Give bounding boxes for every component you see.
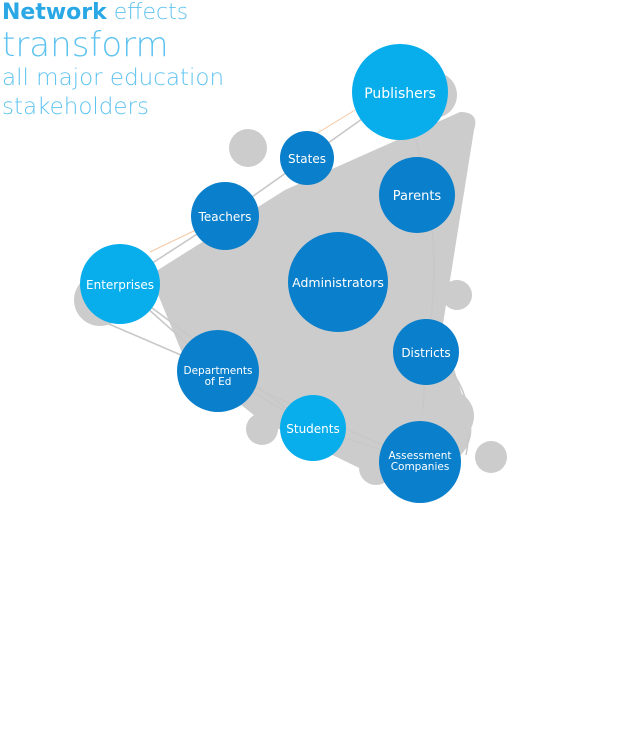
node-label-states: States — [288, 152, 326, 166]
node-label-publishers: Publishers — [364, 86, 436, 102]
node-administrators[interactable]: Administrators — [288, 232, 388, 332]
node-teachers[interactable]: Teachers — [191, 182, 259, 250]
node-publishers[interactable]: Publishers — [352, 44, 448, 140]
node-label-parents: Parents — [393, 189, 442, 204]
node-departments-of-ed[interactable]: Departments of Ed — [177, 330, 259, 412]
node-parents[interactable]: Parents — [379, 157, 455, 233]
node-enterprises[interactable]: Enterprises — [80, 244, 160, 324]
headline-line-3: all major education — [2, 65, 225, 91]
node-states[interactable]: States — [280, 131, 334, 185]
headline-transform: transform — [2, 25, 169, 65]
node-label-assessment-line-1: Assessment — [389, 450, 452, 462]
headline-line-4: stakeholders — [2, 94, 149, 120]
node-label-assessment-line-2: Companies — [391, 461, 450, 473]
node-label-students: Students — [286, 422, 340, 436]
headline-line-1: Network effects — [2, 0, 224, 26]
node-label-enterprises: Enterprises — [86, 278, 154, 292]
headline: Network effects transform all major educ… — [2, 0, 224, 122]
node-label-administrators: Administrators — [292, 275, 384, 290]
headline-effects: effects — [106, 0, 189, 25]
headline-network: Network — [2, 0, 107, 25]
node-label-departments-line-1: Departments — [183, 365, 252, 377]
node-districts[interactable]: Districts — [393, 319, 459, 385]
node-label-districts: Districts — [401, 346, 450, 360]
node-label-teachers: Teachers — [198, 210, 252, 224]
node-students[interactable]: Students — [280, 395, 346, 461]
node-assessment-companies[interactable]: Assessment Companies — [379, 421, 461, 503]
node-label-departments-line-2: of Ed — [205, 376, 232, 388]
